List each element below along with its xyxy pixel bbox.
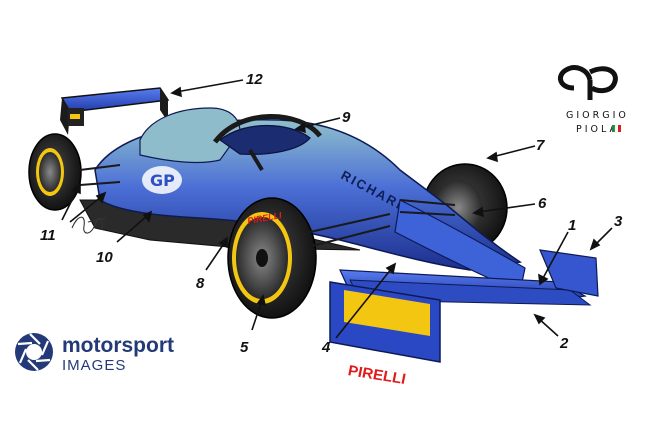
artist-logo-line2: PIOLA (576, 124, 619, 135)
rear-left-wheel (28, 133, 82, 211)
callout-2: 2 (559, 335, 569, 352)
wing-brand-text: PIRELLI (348, 362, 406, 388)
giorgio-piola-logo: GIORGIO PIOLA (557, 65, 629, 135)
artist-signature (71, 216, 107, 234)
rear-suspension (79, 164, 121, 186)
callout-7: 7 (536, 137, 545, 154)
engine-cover (139, 107, 241, 164)
callout-9: 9 (342, 109, 351, 126)
motorsport-images-logo: motorsport IMAGES (15, 333, 174, 374)
svg-text:GP: GP (150, 171, 175, 190)
sidepod-logo: GP (142, 166, 182, 194)
aperture-icon (15, 333, 53, 371)
halo-cockpit (212, 114, 322, 172)
callout-12: 12 (246, 71, 263, 88)
front-wing: PIRELLI (329, 249, 599, 388)
front-left-wheel (227, 197, 317, 319)
callout-3: 3 (614, 213, 623, 230)
callout-6: 6 (538, 195, 547, 212)
callout-10: 10 (96, 249, 113, 266)
front-suspension (309, 199, 456, 247)
callout-8: 8 (196, 275, 205, 292)
italian-flag-icon (612, 125, 615, 132)
callout-5: 5 (240, 339, 249, 356)
agency-sub: IMAGES (62, 357, 126, 374)
callout-labels: 1 2 3 4 5 6 7 8 9 10 11 12 (40, 71, 623, 356)
callout-11: 11 (40, 227, 56, 244)
artist-logo-line1: GIORGIO (566, 110, 629, 121)
rear-wing (60, 87, 170, 135)
callout-1: 1 (568, 217, 576, 234)
callout-arrows (61, 79, 613, 339)
agency-name: motorsport (62, 334, 174, 357)
callout-4: 4 (321, 339, 331, 356)
